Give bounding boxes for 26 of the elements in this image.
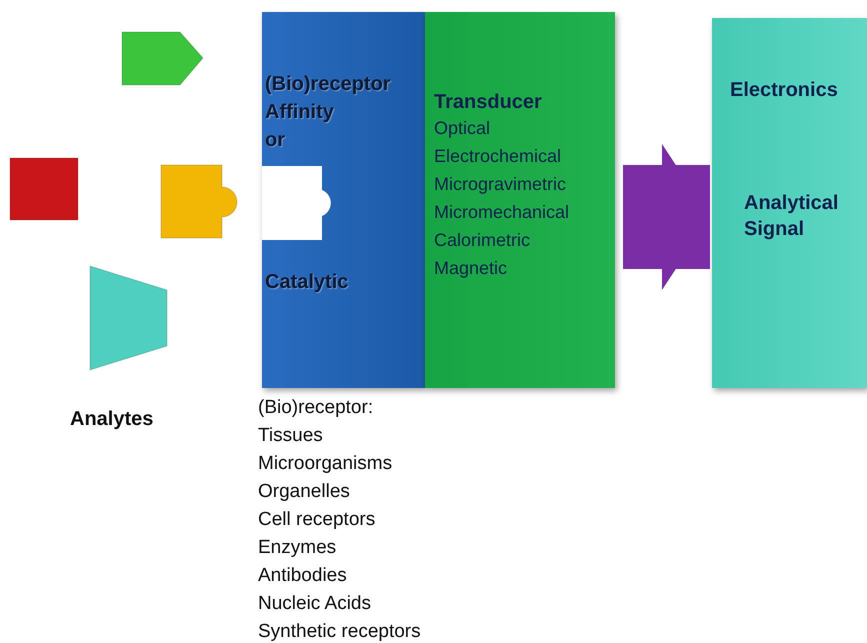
receptor-type: Catalytic	[265, 270, 348, 294]
list-item: Cell receptors	[258, 509, 376, 531]
transducer-type: Calorimetric	[434, 230, 530, 252]
list-item: Organelles	[258, 481, 350, 503]
transducer-type: Micromechanical	[434, 202, 570, 224]
transducer-type: Electrochemical	[434, 146, 562, 168]
analytes-label: Analytes	[70, 408, 154, 431]
transducer-type: Microgravimetric	[434, 174, 566, 196]
list-heading: (Bio)receptor:	[258, 397, 374, 419]
receptor-heading: Affinity	[265, 100, 334, 124]
output-label: Analytical Signal	[744, 191, 838, 242]
receptor-block	[262, 12, 425, 388]
transducer-block	[425, 12, 615, 388]
list-item: Enzymes	[258, 537, 336, 559]
receptor-heading: (Bio)receptor	[265, 72, 391, 96]
list-item: Nucleic Acids	[258, 593, 371, 615]
transducer-type: Optical	[434, 118, 490, 140]
receptor-heading: or	[265, 128, 285, 152]
transducer-heading: Transducer	[434, 90, 542, 114]
list-item: Microorganisms	[258, 453, 392, 475]
electronics-heading: Electronics	[730, 78, 838, 102]
transducer-type: Magnetic	[434, 258, 508, 280]
list-item: Synthetic receptors	[258, 621, 421, 643]
list-item: Tissues	[258, 425, 323, 447]
list-item: Antibodies	[258, 565, 347, 587]
electronics-block	[712, 18, 867, 388]
